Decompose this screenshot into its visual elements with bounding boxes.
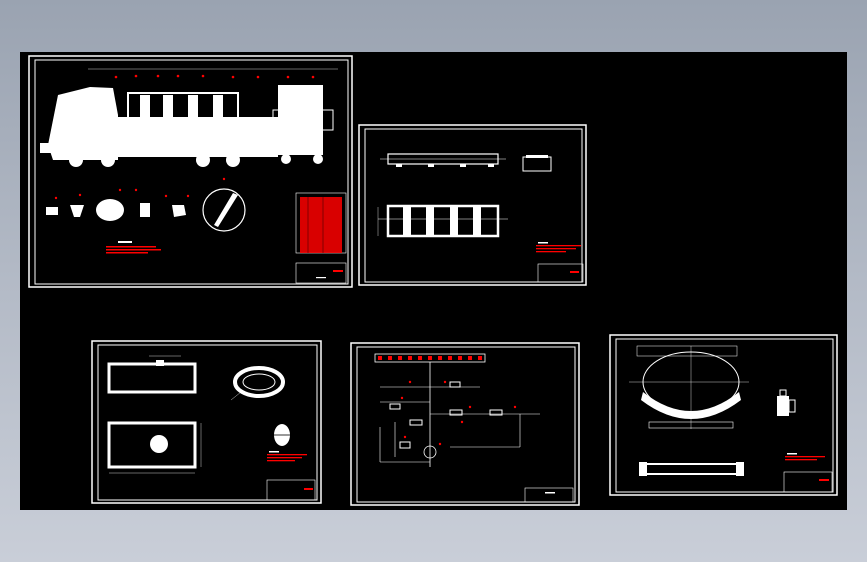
title-block (537, 263, 584, 283)
frame-end-view (522, 155, 552, 172)
drawing-sheet-frame-views[interactable] (358, 124, 587, 286)
technical-notes (106, 241, 161, 254)
frame-side-view (380, 153, 506, 167)
frame-top-view (377, 204, 508, 238)
bearing-detail (274, 424, 290, 446)
part-plan-view (107, 421, 202, 474)
connector-strip (374, 353, 486, 363)
title-block (266, 479, 316, 501)
callout-markers (114, 74, 315, 79)
technical-notes (785, 453, 825, 461)
ring-iso-view (629, 345, 749, 429)
title-block (295, 262, 347, 284)
detail-parts-row (46, 177, 246, 232)
technical-notes (267, 451, 307, 462)
parts-list-table (295, 192, 347, 254)
ring-iso-view (230, 366, 285, 401)
title-block (524, 487, 574, 503)
truck-rear-view (272, 85, 334, 164)
title-block (783, 471, 833, 493)
part-front-view (107, 355, 197, 394)
ring-side-view (639, 462, 744, 476)
schematic-lines (379, 362, 540, 467)
truck-cab-drawing (40, 87, 278, 167)
drawing-sheet-ring-part[interactable] (609, 334, 838, 496)
drawing-sheet-part-views[interactable] (91, 340, 322, 504)
drawing-sheet-truck-assembly[interactable] (28, 55, 353, 288)
technical-notes (536, 242, 581, 253)
drawing-sheet-hydraulic-schematic[interactable] (350, 342, 580, 506)
bracket-detail (777, 389, 796, 416)
cad-drawing-canvas[interactable] (20, 52, 847, 510)
